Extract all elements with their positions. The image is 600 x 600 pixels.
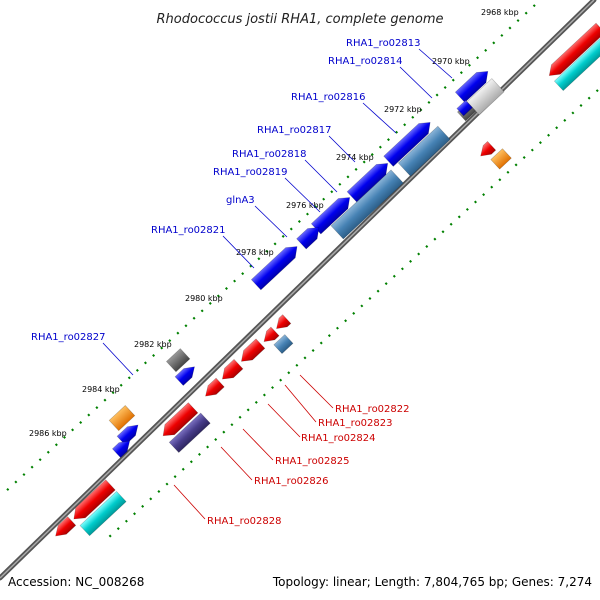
reverse-gene-labels: RHA1_ro02822 RHA1_ro02823 RHA1_ro02824 R…	[173, 374, 410, 527]
gene-label-ro02819[interactable]: RHA1_ro02819	[213, 167, 288, 178]
gene-glyph-slate[interactable]	[168, 412, 211, 453]
gene-label-ro02814[interactable]: RHA1_ro02814	[328, 56, 403, 67]
gene-glyph-ro02824[interactable]	[237, 338, 266, 366]
gene-glyph-ro02814-small[interactable]	[456, 99, 473, 117]
gene-label-ro02822[interactable]: RHA1_ro02822	[335, 404, 410, 415]
gene-glyph-ro02823[interactable]	[260, 326, 280, 346]
forward-gene-labels: RHA1_ro02813 RHA1_ro02814 RHA1_ro02816 R…	[31, 38, 453, 376]
gene-glyph-ro02822-region[interactable]	[250, 241, 302, 291]
tick-label: 2970 kbp	[432, 57, 470, 66]
gene-glyph-left-blue-2[interactable]	[111, 437, 133, 459]
tick-label: 2982 kbp	[134, 340, 172, 349]
gene-glyph-ro02827b[interactable]	[174, 362, 199, 386]
gene-glyph-ro02825[interactable]	[218, 358, 244, 384]
gene-label-glnA3[interactable]: glnA3	[226, 195, 255, 206]
tick-label: 2972 kbp	[384, 105, 422, 114]
gene-glyph-ro02826[interactable]	[201, 377, 225, 400]
reverse-strand-genes	[52, 22, 600, 541]
gene-label-ro02818[interactable]: RHA1_ro02818	[232, 149, 307, 160]
tick-label: 2984 kbp	[82, 385, 120, 394]
gene-glyph-right-cyan[interactable]	[553, 32, 600, 92]
gene-glyph-glnA3[interactable]	[310, 192, 354, 235]
gene-label-ro02827[interactable]: RHA1_ro02827	[31, 332, 106, 343]
gene-glyph-left-red-2[interactable]	[52, 516, 77, 541]
gene-label-ro02813[interactable]: RHA1_ro02813	[346, 38, 421, 49]
gene-glyph-ro02821[interactable]	[296, 222, 324, 250]
forward-strand-genes	[108, 66, 505, 459]
gene-glyph-ro02817[interactable]	[383, 117, 435, 167]
gene-glyph-ro02819[interactable]	[346, 158, 392, 203]
gene-label-ro02816[interactable]: RHA1_ro02816	[291, 92, 366, 103]
accession-text: Accession: NC_008268	[8, 575, 144, 589]
gene-label-ro02826[interactable]: RHA1_ro02826	[254, 476, 329, 487]
gene-glyph-ro02816[interactable]	[397, 125, 451, 177]
gene-glyph-left-cyan[interactable]	[79, 490, 127, 537]
gene-glyph-right-red-1[interactable]	[545, 22, 600, 80]
gene-label-ro02824[interactable]: RHA1_ro02824	[301, 433, 376, 444]
gene-glyph-orange-right[interactable]	[490, 148, 512, 170]
gene-glyph-orange-rna[interactable]	[108, 404, 136, 432]
gene-glyph-left-red-1[interactable]	[69, 479, 116, 524]
lower-tick-line	[107, 89, 599, 539]
backbone	[0, 0, 597, 581]
tick-labels: 2968 kbp 2970 kbp 2972 kbp 2974 kbp 2976…	[29, 8, 519, 438]
map-title: Rhodococcus jostii RHA1, complete genome	[157, 12, 444, 27]
gene-label-ro02828[interactable]: RHA1_ro02828	[207, 516, 282, 527]
gene-glyph-ro02814[interactable]	[454, 66, 492, 103]
tick-label: 2978 kbp	[236, 248, 274, 257]
genome-summary-text: Topology: linear; Length: 7,804,765 bp; …	[272, 575, 592, 589]
gene-glyph-ro02822[interactable]	[272, 314, 292, 333]
tick-label: 2968 kbp	[481, 8, 519, 17]
gene-glyph-ro02827[interactable]	[165, 348, 191, 373]
tick-label: 2986 kbp	[29, 429, 67, 438]
gene-label-ro02817[interactable]: RHA1_ro02817	[257, 125, 332, 136]
gene-label-ro02825[interactable]: RHA1_ro02825	[275, 456, 350, 467]
tick-label: 2980 kbp	[185, 294, 223, 303]
gene-label-ro02821[interactable]: RHA1_ro02821	[151, 225, 226, 236]
gene-glyph-red-right-small[interactable]	[477, 140, 497, 160]
tick-label: 2974 kbp	[336, 153, 374, 162]
gene-label-ro02823[interactable]: RHA1_ro02823	[318, 418, 393, 429]
gene-glyph-ro02828[interactable]	[158, 402, 199, 441]
tick-guide-lines	[4, 4, 599, 539]
tick-label: 2976 kbp	[286, 201, 324, 210]
gene-glyph-ro02822-steel[interactable]	[273, 334, 294, 354]
